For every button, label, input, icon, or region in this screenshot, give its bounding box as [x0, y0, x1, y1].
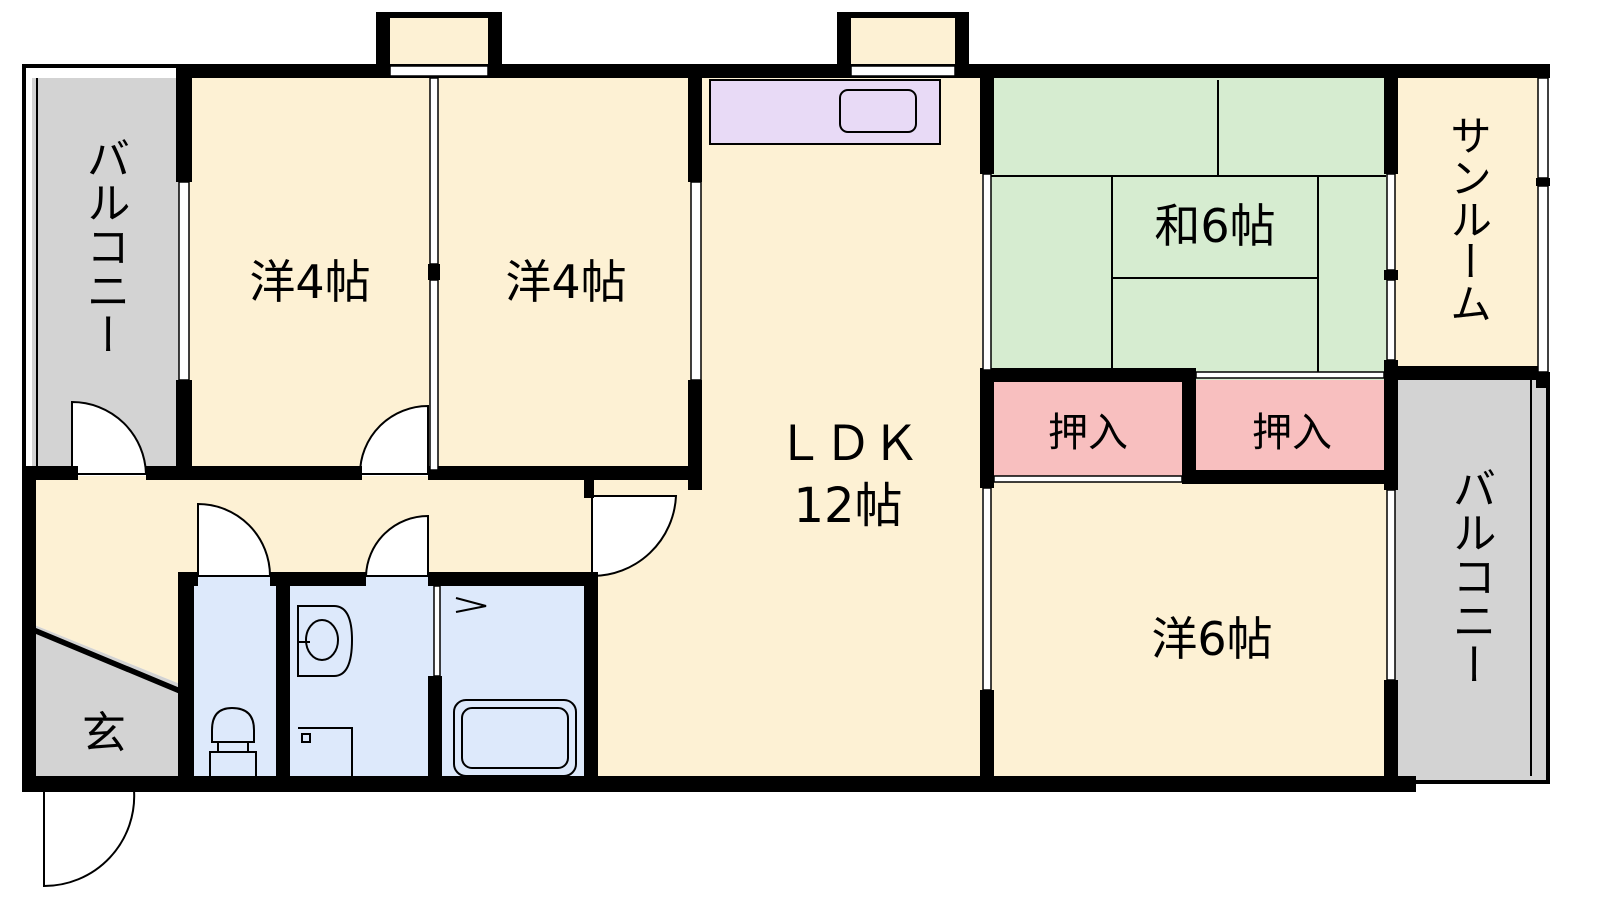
- label-western-2: 洋4帖: [505, 255, 626, 309]
- door-ldk: [591, 495, 678, 578]
- label-sunroom: サンルーム: [1444, 114, 1493, 324]
- label-balcony-left: バルコニー: [79, 136, 130, 356]
- balcony-left-floor: [32, 78, 180, 470]
- tatami-mats: [990, 80, 1386, 376]
- closet-2-floor: [1190, 380, 1390, 476]
- closet-1-floor: [986, 380, 1190, 476]
- genkan-hall-floor: [32, 576, 180, 684]
- washing-machine-icon: [298, 727, 353, 776]
- tatami-room-floor: [986, 72, 1390, 380]
- label-entrance: 玄: [82, 708, 126, 759]
- ldk-floor: [586, 72, 982, 784]
- door-washroom: [364, 514, 429, 577]
- label-ldk-size: 12帖: [793, 478, 902, 534]
- western-room-3-floor: [986, 476, 1390, 784]
- door-entrance: [43, 789, 136, 888]
- room-labels: バルコニー 洋4帖 洋4帖 ＬＤＫ 12帖 和6帖 サンルーム 押入 押入 洋6…: [79, 114, 1496, 759]
- sunroom-floor: [1390, 72, 1546, 380]
- door-balcony-left: [71, 400, 148, 475]
- label-western-1: 洋4帖: [249, 255, 370, 309]
- label-ldk-title: ＬＤＫ: [776, 416, 920, 472]
- windows: [178, 65, 1549, 691]
- door-toilet: [197, 502, 272, 577]
- western-room-1-floor: [180, 72, 430, 470]
- door-western-1: [358, 404, 429, 475]
- walls: [22, 12, 1550, 792]
- kitchen-counter: [709, 79, 941, 145]
- room-fills: [32, 18, 1546, 784]
- label-balcony-right: バルコニー: [1445, 466, 1496, 686]
- washroom-floor: [284, 576, 430, 784]
- genkan-floor: [32, 624, 180, 784]
- label-closet-2: 押入: [1252, 410, 1332, 456]
- doors: [43, 400, 678, 888]
- sink-icon: [839, 89, 917, 133]
- label-japanese-room: 和6帖: [1154, 199, 1275, 253]
- balcony-right-floor: [1390, 380, 1546, 784]
- washbasin-icon: [297, 605, 354, 677]
- shower-icon: [455, 597, 487, 613]
- corridor-floor: [32, 476, 588, 576]
- label-western-3: 洋6帖: [1151, 612, 1272, 666]
- label-closet-1: 押入: [1048, 410, 1128, 456]
- toilet-floor: [180, 576, 284, 784]
- bathroom-floor: [430, 576, 586, 784]
